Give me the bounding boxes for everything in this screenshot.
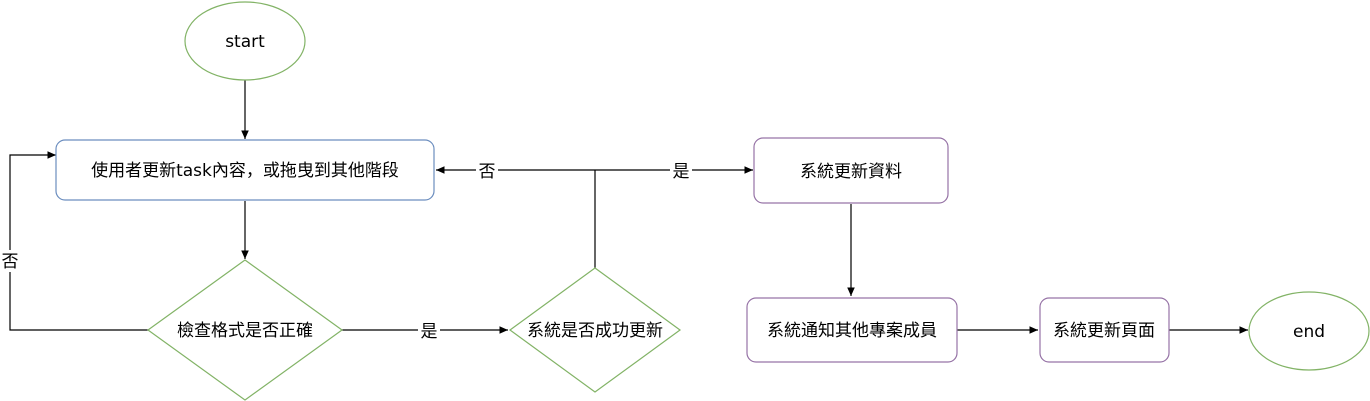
node-check-format[interactable]: 檢查格式是否正確	[146, 259, 344, 401]
edge-label-format-yes: 是	[418, 319, 440, 342]
node-check-format-label: 檢查格式是否正確	[177, 321, 313, 341]
node-edit[interactable]: 使用者更新task內容，或拖曳到其他階段	[55, 139, 435, 201]
node-notify[interactable]: 系統通知其他專案成員	[746, 297, 958, 363]
edge-check-no-to-edit	[9, 151, 148, 331]
node-update-data-label: 系統更新資料	[800, 162, 902, 182]
node-update-data[interactable]: 系統更新資料	[753, 137, 949, 204]
node-start[interactable]: start	[184, 1, 306, 81]
node-notify-label: 系統通知其他專案成員	[767, 321, 937, 341]
node-refresh-label: 系統更新頁面	[1053, 321, 1155, 341]
edge-label-success-yes: 是	[670, 159, 692, 182]
edge-label-format-yes-text: 是	[421, 322, 438, 342]
node-update-success-label: 系統是否成功更新	[527, 321, 663, 341]
node-edit-label: 使用者更新task內容，或拖曳到其他階段	[91, 160, 399, 181]
node-end[interactable]: end	[1248, 291, 1370, 371]
edge-label-format-no-text: 否	[2, 252, 19, 272]
edge-label-format-no: 否	[0, 250, 20, 272]
edge-label-success-yes-text: 是	[673, 162, 690, 182]
node-refresh[interactable]: 系統更新頁面	[1039, 297, 1170, 363]
node-update-success[interactable]: 系統是否成功更新	[508, 267, 682, 393]
node-end-label: end	[1293, 322, 1325, 342]
node-start-label: start	[225, 32, 265, 52]
edge-label-success-no-text: 否	[479, 162, 496, 182]
edge-label-success-no: 否	[476, 159, 498, 182]
